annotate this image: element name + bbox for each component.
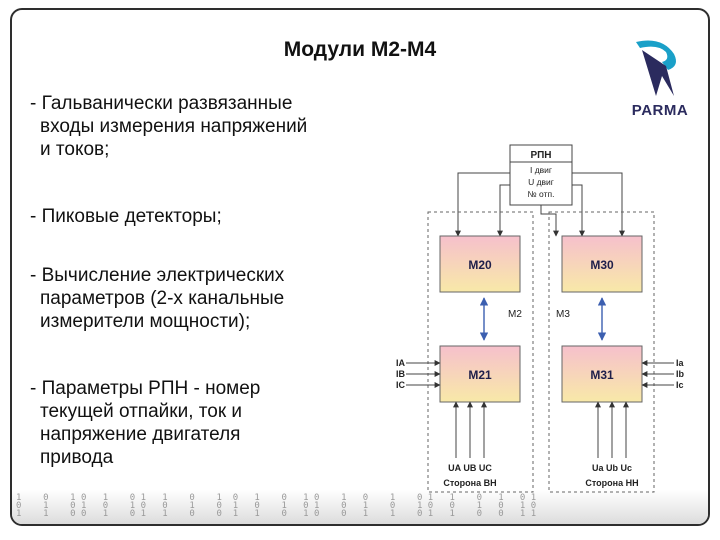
group-label-m3: М3 — [556, 309, 570, 320]
bullet-line: параметров (2-х канальные — [40, 288, 285, 309]
logo-text: PARMA — [631, 102, 689, 119]
bullet-line: - Гальванически развязанные — [30, 93, 293, 114]
bullet-line: - Вычисление электрических — [30, 265, 285, 286]
slide-title: Модули М2-М4 — [283, 38, 437, 61]
bullet-line: - Параметры РПН - номер — [30, 378, 261, 399]
rpn-row: U двиг — [528, 177, 554, 187]
current-label: IB — [396, 369, 406, 379]
rpn-row: I двиг — [530, 165, 552, 175]
current-label: Ib — [676, 369, 685, 379]
module-label: М30 — [590, 258, 614, 272]
voltage-inputs-lv — [595, 401, 629, 458]
binary-decoration: 1 0 1 0 1 0 1 1 0 1 0 1 0 1 0 1 0 1 0 1 … — [12, 490, 708, 524]
parma-logo-icon — [636, 40, 676, 96]
left-current-inputs — [406, 360, 441, 388]
voltage-labels-hv: UA UB UC — [448, 463, 492, 473]
rpn-box: РПН I двиг U двиг № отп. — [509, 144, 573, 206]
parma-logo: PARMA — [622, 36, 698, 122]
module-label: М21 — [468, 368, 492, 382]
current-label: IC — [396, 380, 406, 390]
rpn-row: № отп. — [528, 189, 555, 199]
bullet-line: входы измерения напряжений — [40, 116, 308, 137]
module-m20: М20 — [439, 235, 521, 293]
rpn-title: РПН — [530, 150, 551, 161]
side-label-hv: Сторона ВН — [443, 478, 496, 488]
group-label-m2: М2 — [508, 309, 522, 320]
module-m31: М31 — [561, 345, 643, 403]
diagram-canvas: РПН I двиг U двиг № отп. М20 М30 М21 — [396, 144, 685, 493]
module-m21: М21 — [439, 345, 521, 403]
right-current-inputs — [641, 360, 674, 388]
block-diagram: РПН I двиг U двиг № отп. М20 М30 М21 — [396, 140, 686, 496]
module-label: М31 — [590, 368, 614, 382]
module-m30: М30 — [561, 235, 643, 293]
current-label: Ia — [676, 358, 685, 368]
bullet-line: текущей отпайки, ток и — [40, 401, 243, 422]
bullet-line: и токов; — [40, 139, 110, 160]
bullet-line: напряжение двигателя — [40, 424, 241, 445]
side-label-lv: Сторона НН — [585, 478, 638, 488]
current-label: IA — [396, 358, 406, 368]
voltage-inputs-hv — [453, 401, 487, 458]
bullet-line: - Пиковые детекторы; — [30, 206, 222, 227]
module-label: М20 — [468, 258, 492, 272]
group-m2-boundary — [427, 211, 534, 493]
group-m3-boundary — [548, 211, 655, 493]
bullet-line: привода — [40, 447, 114, 468]
bullet-line: измерители мощности); — [40, 311, 251, 332]
voltage-labels-lv: Ua Ub Uc — [592, 463, 632, 473]
current-label: Ic — [676, 380, 684, 390]
